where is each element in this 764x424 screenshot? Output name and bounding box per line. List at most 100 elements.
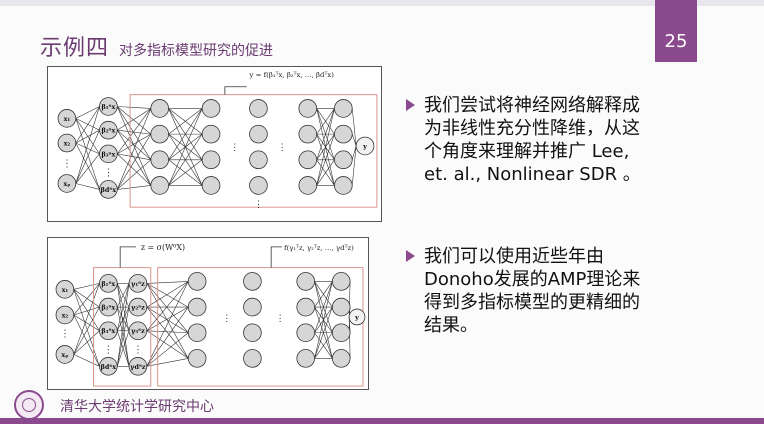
- node-label: x₂: [62, 311, 69, 319]
- slide-title-row: 示例四 对多指标模型研究的促进: [40, 30, 273, 62]
- node-label: β₂ᵀx: [101, 304, 115, 312]
- network-diagram-2-svg: z = σ(W⁰X) f(γ₁ᵀz, γ₂ᵀz, …, γdᵀz) x₁x₂⋮x…: [55, 243, 366, 387]
- node-label: β₁ᵀx: [101, 280, 115, 288]
- layer-ellipsis: ⋮: [222, 314, 231, 324]
- node-label: βdᵀx: [101, 186, 117, 194]
- page-number: 25: [664, 31, 688, 52]
- hidden-node-a-1: [150, 124, 169, 144]
- hidden-node-c-3: [296, 349, 315, 368]
- hidden-node-d-3: [334, 176, 353, 195]
- projection-node-2: β₃ᵀx: [99, 144, 118, 164]
- hidden-node-c-0: [296, 272, 315, 291]
- hidden-node-d-3: [331, 349, 351, 368]
- input-node-1: x₂: [57, 133, 77, 153]
- projection-node-4: βdᵀx: [99, 180, 118, 199]
- node-label: x₁: [64, 115, 71, 123]
- hidden-node-a-3: [150, 176, 169, 195]
- hidden-node-b-3: [201, 176, 221, 195]
- gamma-node-3: ⋮: [133, 344, 143, 355]
- output-node: y: [355, 136, 375, 156]
- ellipsis: ⋮: [62, 159, 72, 170]
- hidden-node-c-1: [296, 297, 315, 317]
- node-label: β₃ᵀx: [101, 327, 115, 335]
- ellipsis: ⋮: [133, 344, 143, 355]
- hidden-node-mid-0: [249, 99, 268, 118]
- node-label: β₁ᵀx: [101, 103, 115, 111]
- layer-ellipsis: ⋮: [230, 143, 239, 153]
- node-label: γ₂ᵀz: [131, 304, 145, 312]
- hidden-node-mid-3: [249, 176, 268, 195]
- node-label: β₂ᵀx: [101, 127, 115, 135]
- hidden-node-a-2: [187, 323, 207, 343]
- node-label: βdᵀx: [101, 363, 117, 371]
- hidden-node-a-0: [150, 99, 169, 118]
- layer-ellipsis: ⋮: [276, 314, 285, 324]
- hidden-node-mid-3: [243, 349, 262, 368]
- hidden-node-d-0: [331, 272, 351, 291]
- projection-node-1: β₂ᵀx: [99, 297, 118, 317]
- hidden-node-d-1: [331, 297, 351, 317]
- node-label: x₂: [64, 139, 71, 147]
- first-layer-frame: [93, 267, 152, 387]
- figure2-equation-right: f(γ₁ᵀz, γ₂ᵀz, …, γdᵀz): [284, 244, 354, 252]
- hidden-layers-frame: [129, 94, 378, 208]
- hidden-node-b-0: [201, 99, 221, 118]
- hidden-node-d-2: [331, 323, 351, 343]
- input-node-2: ⋮: [60, 329, 70, 340]
- layer-ellipsis: ⋮: [278, 143, 287, 153]
- projection-node-1: β₂ᵀx: [99, 120, 118, 140]
- hidden-node-d-1: [334, 124, 353, 144]
- bullet-item-1: 我们尝试将神经网络解释成为非线性充分性降维，从这个角度来理解并推广 Lee, e…: [406, 94, 646, 186]
- ellipsis: ⋮: [103, 344, 113, 355]
- hidden-node-c-2: [296, 323, 315, 343]
- hidden-node-c-1: [298, 124, 318, 144]
- projection-node-0: β₁ᵀx: [99, 97, 118, 116]
- slide-subtitle: 对多指标模型研究的促进: [119, 43, 274, 59]
- input-node-0: x₁: [55, 280, 75, 299]
- gamma-node-2: γ₃ᵀz: [128, 321, 148, 341]
- input-node-3: xₚ: [57, 174, 77, 193]
- hidden-node-a-3: [187, 349, 207, 368]
- hidden-node-a-1: [187, 297, 207, 317]
- hidden-node-c-3: [298, 176, 318, 195]
- slide-title: 示例四: [40, 36, 110, 61]
- hidden-node-d-2: [334, 150, 353, 170]
- hidden-node-d-0: [334, 99, 353, 118]
- node-label: γdᵀz: [130, 363, 146, 371]
- projection-node-0: β₁ᵀx: [99, 274, 118, 293]
- projection-node-3: ⋮: [103, 344, 113, 355]
- bullet-item-2: 我们可以使用近些年由Donoho发展的AMP理论来得到多指标模型的更精细的结果。: [406, 245, 646, 337]
- hidden-node-b-2: [201, 150, 221, 170]
- node-label: xₚ: [63, 180, 70, 188]
- node-label: γ₁ᵀz: [131, 280, 145, 288]
- hidden-node-b-1: [201, 124, 221, 144]
- node-label: β₃ᵀx: [101, 150, 115, 158]
- equation-pointer: [224, 86, 247, 95]
- hidden-node-mid-2: [249, 150, 268, 170]
- projection-node-3: ⋮: [103, 168, 113, 179]
- ellipsis: ⋮: [103, 168, 113, 179]
- node-label: xₚ: [61, 351, 68, 359]
- gamma-node-1: γ₂ᵀz: [128, 297, 148, 317]
- node-ellipsis: ⋮: [254, 200, 263, 210]
- hidden-node-c-0: [298, 99, 318, 118]
- node-label: y: [362, 142, 367, 150]
- bullet-arrow-icon: [406, 250, 415, 262]
- university-seal-icon: [14, 390, 44, 420]
- bottom-band: [0, 418, 764, 424]
- projection-node-2: β₃ᵀx: [99, 321, 118, 341]
- input-node-2: ⋮: [62, 159, 72, 170]
- hidden-node-mid-2: [243, 323, 262, 343]
- output-node: y: [348, 308, 366, 326]
- node-label: γ₃ᵀz: [131, 327, 145, 335]
- hidden-node-a-2: [150, 150, 169, 170]
- input-node-1: x₂: [55, 305, 75, 325]
- hidden-node-mid-1: [249, 124, 268, 144]
- equation-left-pointer: [119, 246, 136, 268]
- equation-right-pointer: [270, 246, 283, 268]
- top-band: [0, 0, 764, 6]
- input-node-0: x₁: [57, 109, 77, 128]
- bullet-text-1: 我们尝试将神经网络解释成为非线性充分性降维，从这个角度来理解并推广 Lee, e…: [424, 95, 641, 185]
- footer-institution: 清华大学统计学研究中心: [60, 399, 214, 415]
